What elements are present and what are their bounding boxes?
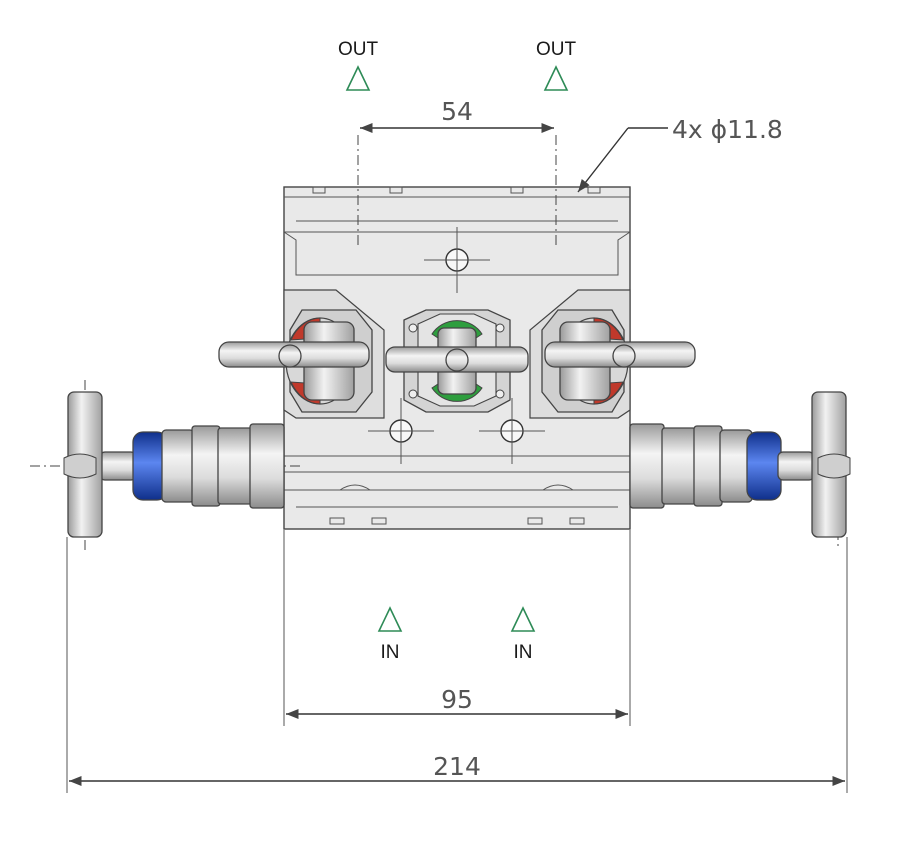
out-left-label: OUT [338,39,379,60]
out-left-arrow-icon [345,65,371,91]
dimension-214-text: 214 [433,752,481,781]
left-vent-valve [63,391,285,538]
in-right-arrow-icon [510,606,536,632]
left-isolation-valve [218,309,373,413]
dimension-outlet-spacing: 54 [360,97,554,134]
dimension-95-text: 95 [441,685,473,714]
equalizer-valve [385,309,529,413]
right-vent-valve [629,391,851,538]
out-right-label: OUT [536,39,577,60]
in-left-label: IN [381,642,400,663]
out-right-arrow-icon [543,65,569,91]
hole-callout-text: 4x ϕ11.8 [672,115,783,144]
dimension-54-text: 54 [441,97,473,126]
flow-arrows [345,65,569,632]
mounting-holes [368,227,545,464]
hole-callout: 4x ϕ11.8 [577,115,783,193]
in-right-label: IN [514,642,533,663]
right-isolation-valve [541,309,696,413]
dimension-inlet-spacing: 95 [283,530,631,726]
dimension-overall-width: 214 [66,537,848,793]
in-left-arrow-icon [377,606,403,632]
